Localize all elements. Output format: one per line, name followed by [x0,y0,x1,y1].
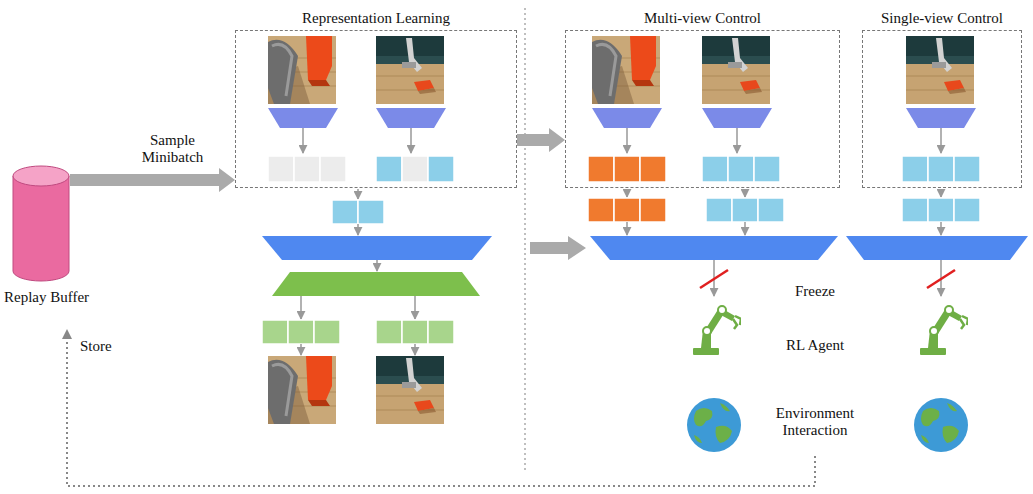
flow-arrow [70,168,235,192]
edge-label: Sample Minibatch [128,132,218,167]
representation-learning-panel: Representation Learning [235,30,517,188]
node-label: Replay Buffer [4,289,89,306]
single-view-control-panel: Single-view Control [862,30,1022,188]
replay-buffer: Replay Buffer [12,165,70,283]
environment-label: Environment Interaction [765,405,865,440]
flow-arrow [517,128,565,152]
cylinder-shape [12,165,70,283]
panel-title: Multi-view Control [644,10,761,27]
freeze-label: Freeze [760,283,870,300]
agent-label: RL Agent [760,337,870,354]
panel-title: Representation Learning [302,10,450,27]
store-label: Store [80,338,140,355]
panel-title: Single-view Control [881,10,1003,27]
multi-view-control-panel: Multi-view Control [565,30,840,188]
